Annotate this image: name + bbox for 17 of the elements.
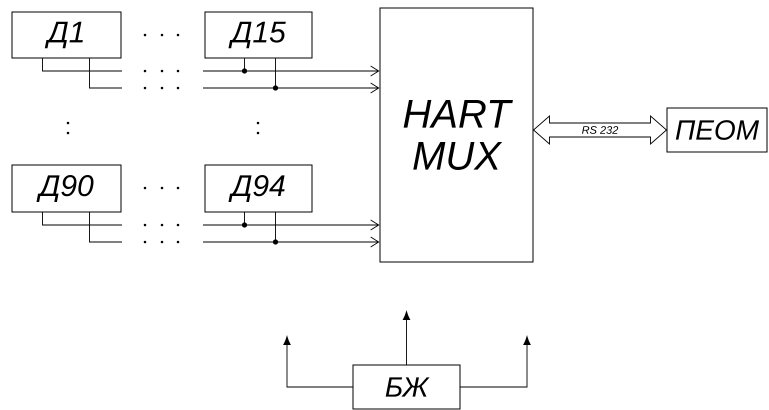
block-box: Д15 [204,12,312,58]
block-box: Д90 [12,164,122,212]
arrow [244,212,380,230]
multiplexer-box: HART MUX [380,8,534,262]
arrow [275,58,380,94]
block-box: Д94 [204,164,312,212]
arrow [89,58,122,88]
edge-label: RS 232 [582,126,618,134]
block-box: БЖ [352,364,460,410]
arrow [402,311,410,365]
arrow [460,336,531,388]
arrow [275,212,380,248]
arrow [89,212,122,242]
block-box: ПЕОМ [666,108,768,152]
block-box: Д1 [12,12,122,58]
arrow [244,58,380,76]
arrow [283,336,353,388]
